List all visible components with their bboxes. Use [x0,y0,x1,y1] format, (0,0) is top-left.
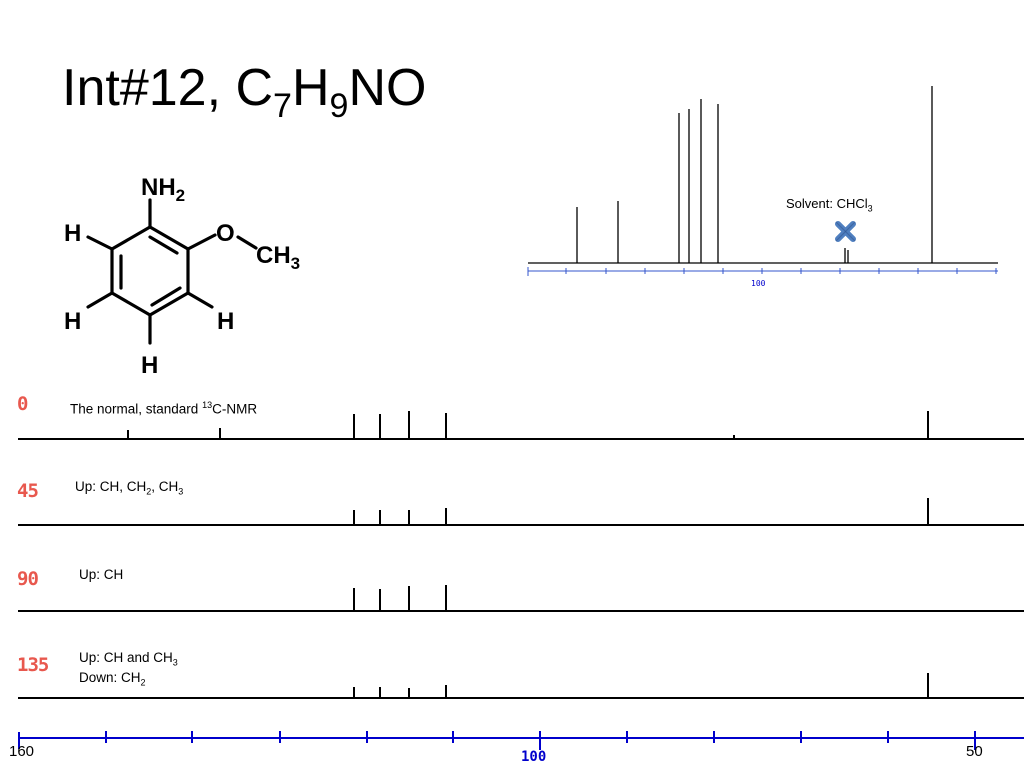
dept-angle-135: 135 [17,654,49,676]
dept-label-90: Up: CH [79,567,124,582]
h-label-right-bottom: H [217,308,235,335]
h-label-left-top: H [64,220,82,247]
spectrum-45 [18,498,1024,526]
axis-label-160: 160 [9,743,35,760]
nh2-label: NH2 [141,174,186,205]
slide-title: Int#12, C7H9NO [62,59,427,125]
axis-label-100: 100 [521,749,547,765]
dept-label-0: The normal, standard 13C-NMR [70,400,258,417]
ch3-label: CH3 [256,242,301,273]
dept-angle-90: 90 [17,568,39,590]
spectrum-90 [18,585,1024,612]
dept-angle-0: 0 [17,393,28,415]
h-label-bottom: H [141,352,159,379]
dept-label-135-line1: Up: CH and CH3 [79,650,178,668]
reference-axis-label: 100 [751,279,766,288]
dept-label-135-line2: Down: CH2 [79,670,146,688]
dept-label-45: Up: CH, CH2, CH3 [75,479,184,497]
solvent-label: Solvent: CHCl3 [786,196,873,214]
spectrum-135 [18,673,1024,699]
axis-label-50: 50 [966,743,983,760]
h-label-left-bottom: H [64,308,82,335]
oxygen-label: O [216,220,235,247]
dept-angle-45: 45 [17,480,39,502]
solvent-cross-icon [835,221,856,242]
bottom-axis [18,731,1024,750]
